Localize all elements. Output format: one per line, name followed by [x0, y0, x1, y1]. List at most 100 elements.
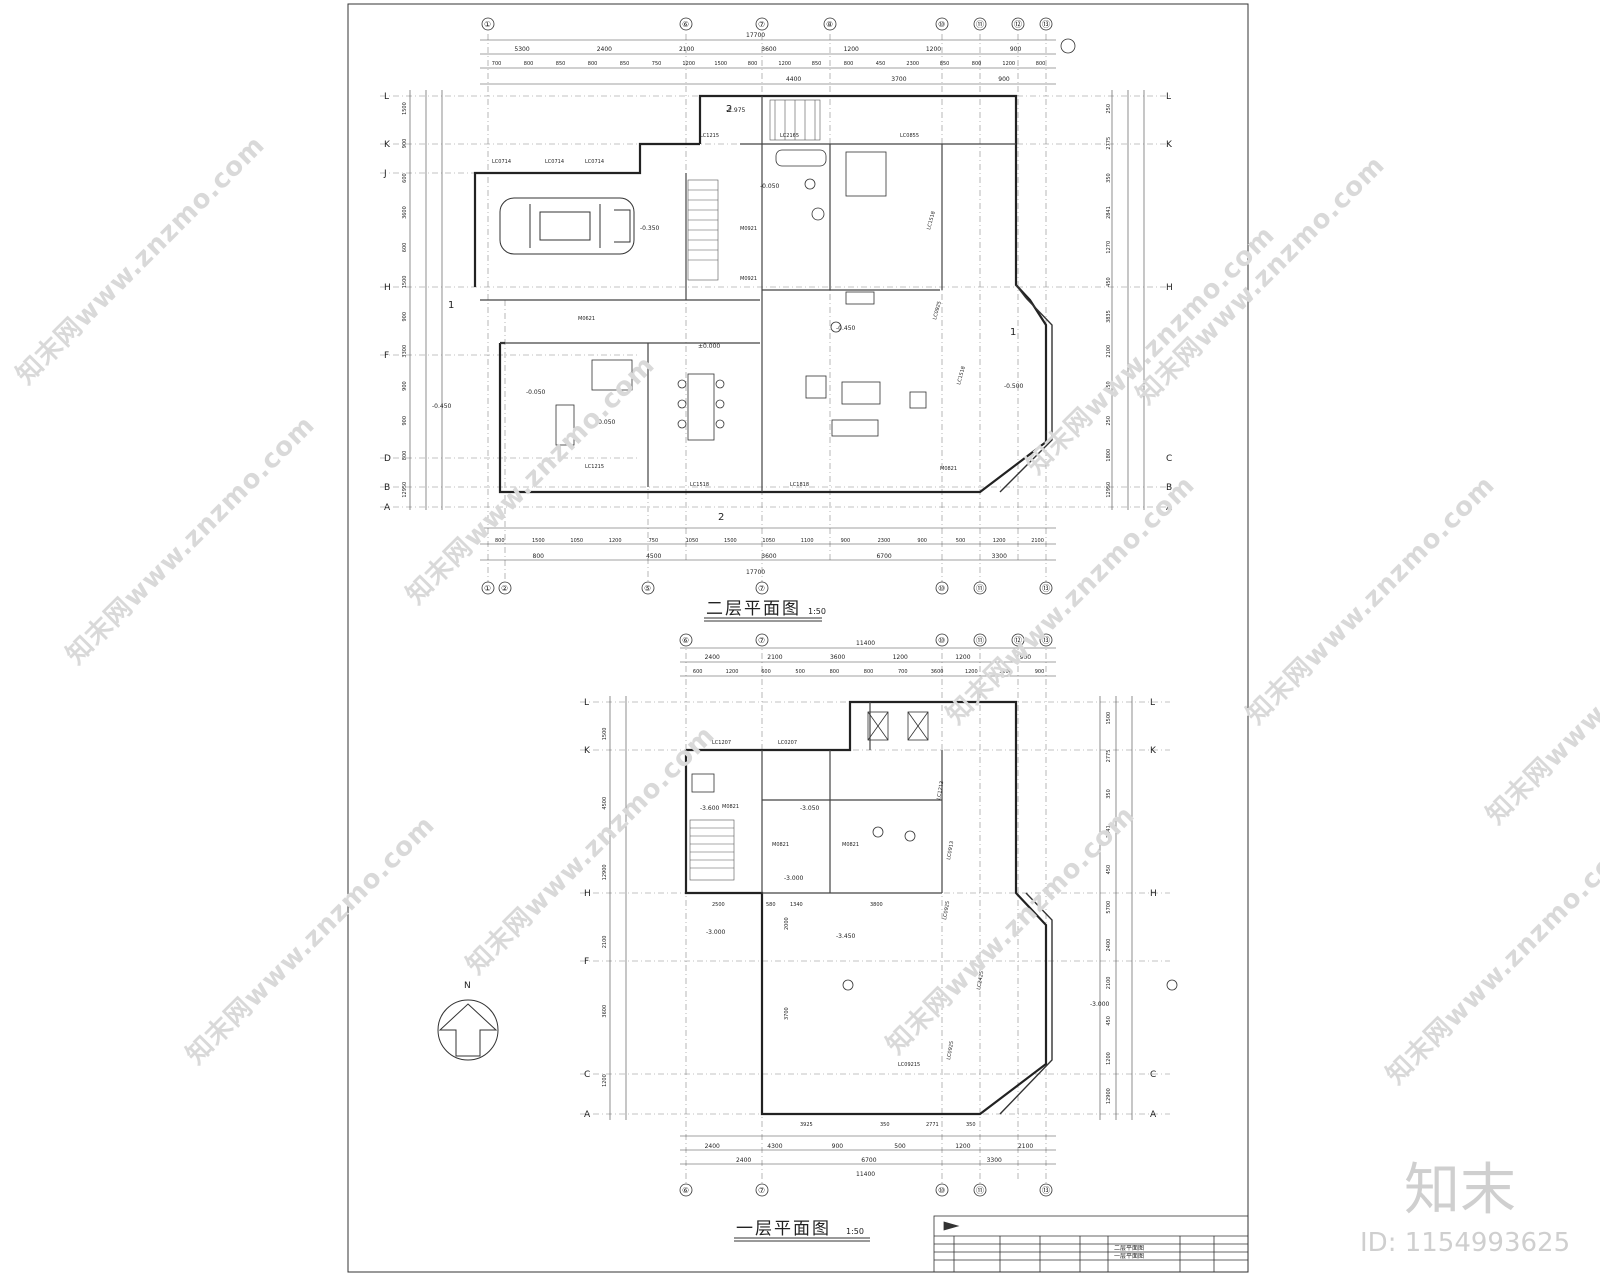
floor1-level: -3.000 — [784, 875, 804, 882]
floor2-window-label: M0921 — [740, 276, 757, 282]
floor2-level: ±0.000 — [698, 343, 720, 350]
floor1-level: -3.450 — [836, 933, 856, 940]
floor1-grid-label-right: K — [1150, 746, 1157, 756]
floor1-grid-label-top: ⑪ — [976, 636, 984, 645]
floor1-dim: 1200 — [726, 669, 739, 675]
floor2-grid-label-top: ⑧ — [826, 20, 833, 29]
floor2-grid-label-right: A — [1166, 503, 1173, 513]
floor2-section-marker: 1 — [448, 300, 454, 311]
floor2-grid-label-right: C — [1166, 454, 1172, 464]
floor2-grid-label-bottom: ① — [484, 584, 491, 593]
floor2-dim: 1200 — [682, 61, 695, 67]
floor2-level: -0.050 — [596, 419, 616, 426]
floor1-dim-note: 2500 — [712, 902, 725, 908]
floor1-dim: 2400 — [705, 654, 720, 661]
floor2-grid-label-left: F — [384, 351, 389, 361]
floor2-interior-walls — [480, 96, 1016, 492]
floor2-grid-label-bottom: ⑤ — [644, 584, 651, 593]
floor1-grid-label-bottom: ⑩ — [938, 1186, 945, 1195]
floor1-dim: 800 — [864, 669, 874, 675]
floor2-dim: 4500 — [646, 553, 661, 560]
floor1-dim: 3600 — [830, 654, 845, 661]
floor2-window-label: LC0714 — [585, 159, 604, 165]
floor1-grid-label-bottom: ⑥ — [682, 1186, 689, 1195]
floor1-grid-label-bottom: ⑬ — [1042, 1186, 1050, 1195]
bay-window — [999, 284, 1053, 493]
floor1-dim: 900 — [1035, 669, 1045, 675]
bathtub — [775, 149, 827, 167]
floor2-dim: 800 — [748, 61, 758, 67]
floor2-dim-lines — [409, 39, 1145, 561]
floor2-dim: 3300 — [992, 553, 1007, 560]
floor1-dim: 3300 — [987, 1157, 1002, 1164]
floor2-window-label: LC1215 — [700, 133, 719, 139]
floor2-dim: 3300 — [402, 345, 408, 358]
floor2-window-label: LC0714 — [492, 159, 511, 165]
floor1-window-label: M0821 — [772, 842, 789, 848]
floor1-dim: 2841 — [1106, 825, 1112, 838]
floor2-window-label: LC0855 — [900, 133, 919, 139]
floor1-window-label: LC0925 — [942, 901, 951, 921]
floor1-grid-label-top: ⑫ — [1014, 636, 1022, 645]
floor1-dim: 1200 — [893, 654, 908, 661]
brand-logo: 知末 — [1404, 1158, 1516, 1223]
floor2-dim: 2400 — [597, 46, 612, 53]
floor1-grid-label-right: C — [1150, 1070, 1156, 1080]
floor2-dim: 1100 — [801, 538, 814, 544]
floor1-dim: 3600 — [602, 1005, 608, 1018]
floor1-interior-walls — [761, 702, 943, 894]
floor2-window-label: LC2165 — [780, 133, 799, 139]
floor2-dim: 600 — [402, 173, 408, 183]
floor1-dim: 600 — [761, 669, 771, 675]
floor1-dim: 2400 — [736, 1157, 751, 1164]
floor1-grid-label-left: H — [584, 889, 591, 899]
floor1-dim: 2100 — [602, 936, 608, 949]
floor2-grid-label-top: ⑥ — [682, 20, 689, 29]
floor2-dim: 250 — [1106, 416, 1112, 426]
floor1-bay-window — [999, 892, 1053, 1115]
floor2-section-marker: 2 — [718, 512, 724, 523]
floor1-dim: 1200 — [602, 1074, 608, 1087]
floor2-dim: 850 — [620, 61, 630, 67]
floor2-grid-label-bottom: ⑪ — [976, 584, 984, 593]
floor2-dim: 2300 — [878, 538, 891, 544]
floor2-dim: 12950 — [402, 482, 408, 498]
floor2-grid-vertical — [487, 34, 1047, 590]
floor1-dim: 900 — [1020, 654, 1032, 661]
floor2-dim: 2100 — [1106, 345, 1112, 358]
floor1-dim: 12900 — [602, 864, 608, 880]
floor1-walls — [684, 700, 1048, 1116]
floor2-dim: 800 — [588, 61, 598, 67]
floor2-grid-label-left: B — [384, 483, 390, 493]
floor2-dim: 1200 — [926, 46, 941, 53]
floor1-window-label: M0821 — [722, 804, 739, 810]
floor2-dim: 1050 — [570, 538, 583, 544]
floor1-window-label: LC0207 — [778, 740, 797, 746]
floor1-grid-label-left: F — [584, 957, 589, 967]
floor1-dim-note: 3800 — [870, 902, 883, 908]
floor2-dim: 800 — [972, 61, 982, 67]
floor1-grid-label-left: A — [584, 1110, 591, 1120]
floor2-grid-label-top: ① — [484, 20, 491, 29]
floor2-dim: 900 — [402, 139, 408, 149]
kitchen-counter — [591, 359, 633, 391]
floor2-dim: 2100 — [679, 46, 694, 53]
floor2-level: -0.500 — [1004, 383, 1024, 390]
floor1-dim-note: 350 — [880, 1122, 890, 1128]
floor2-grid-label-bottom: ⑬ — [1042, 584, 1050, 593]
floor1-window-label: LC1213 — [936, 781, 945, 801]
floor2-section-marker: 1 — [1010, 327, 1016, 338]
floor2-grid-label-bottom: ② — [501, 584, 508, 593]
floor2-dim: 800 — [402, 451, 408, 461]
floor1-dim: 6700 — [861, 1157, 876, 1164]
floor2-dim: 350 — [1106, 173, 1112, 183]
floor1-dim: 800 — [830, 669, 840, 675]
car-icon — [499, 197, 635, 255]
floor2-dim: 850 — [812, 61, 822, 67]
floor2-dim: 3600 — [761, 46, 776, 53]
floor2-grid-label-left: J — [383, 169, 387, 179]
floor2-plan — [380, 34, 1170, 590]
floor1-scale: 1:50 — [846, 1227, 864, 1236]
